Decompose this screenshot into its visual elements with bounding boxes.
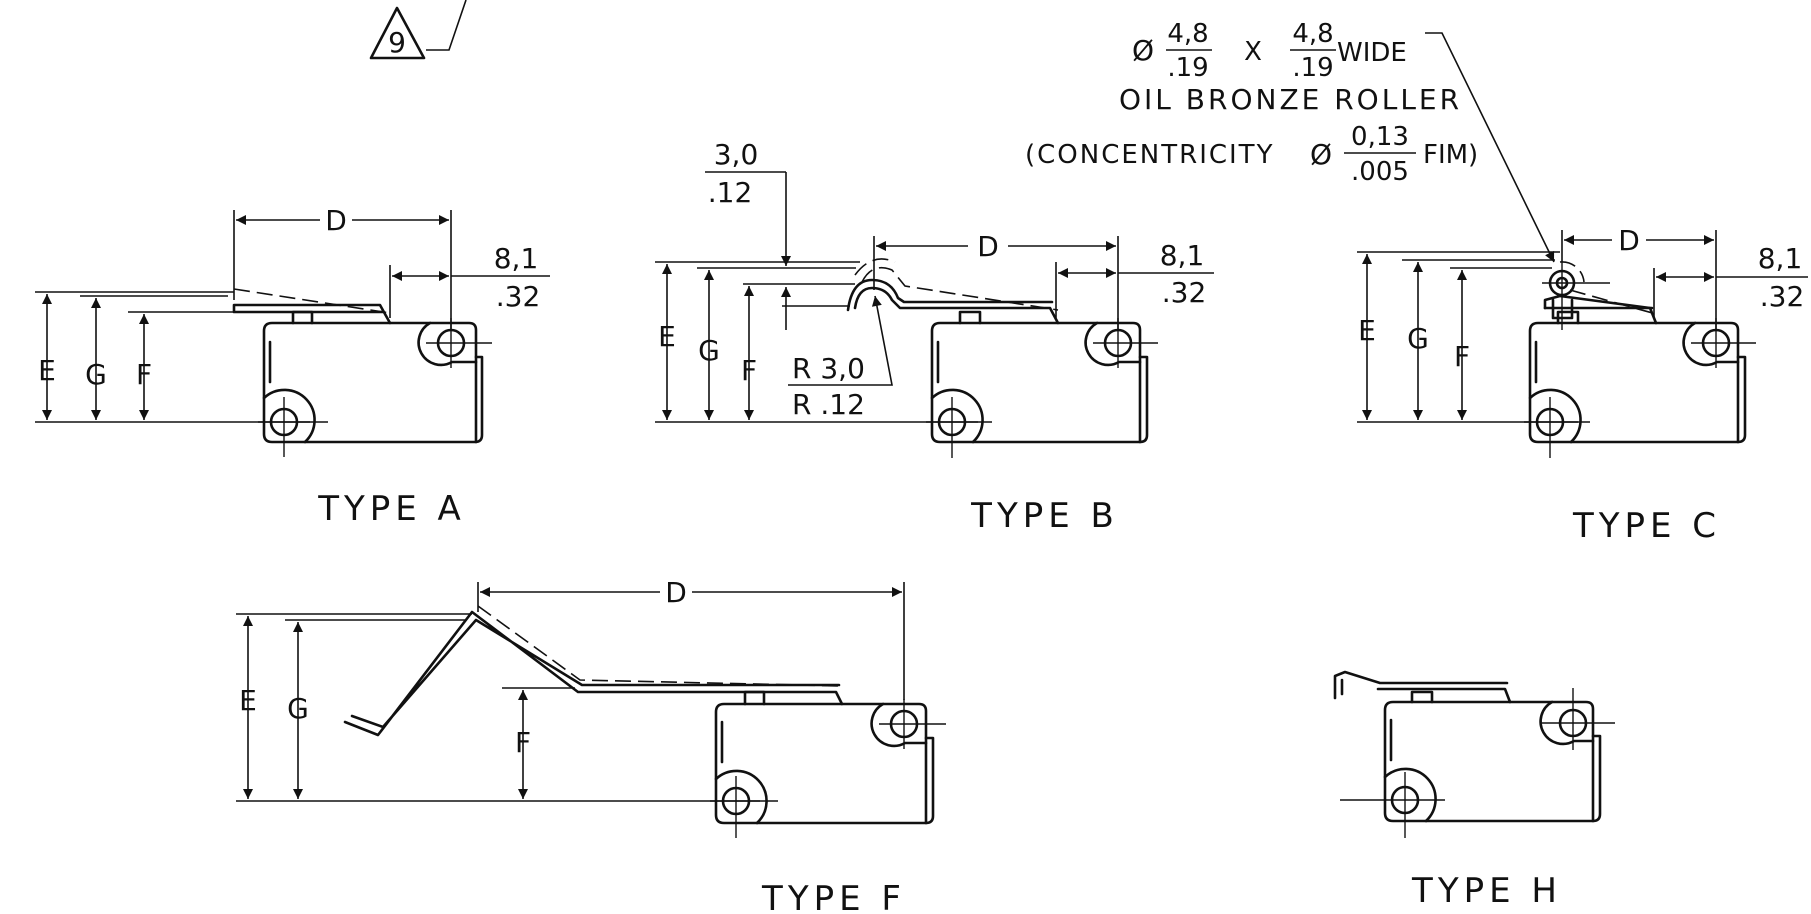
type-f-dim-g: G bbox=[287, 692, 309, 725]
type-b-overtravel-in: .32 bbox=[1162, 276, 1207, 309]
type-b-offset-in: .12 bbox=[708, 176, 753, 209]
roller-conc-mm: 0,13 bbox=[1351, 122, 1409, 152]
type-a-view: E G F D 8,1 .32 TYPE A bbox=[35, 204, 550, 529]
roller-dia-mm: 4,8 bbox=[1167, 19, 1208, 49]
roller-wide-mm: 4,8 bbox=[1292, 19, 1333, 49]
type-h-view: TYPE H bbox=[1333, 670, 1615, 911]
roller-note: Ø 4,8 .19 X 4,8 .19 WIDE OIL BRONZE ROLL… bbox=[1025, 19, 1478, 187]
type-b-dim-e: E bbox=[658, 320, 676, 353]
type-b-radius-mm: R 3,0 bbox=[792, 352, 865, 385]
type-b-radius-in: R .12 bbox=[792, 388, 865, 421]
type-b-label: TYPE B bbox=[970, 496, 1119, 536]
roller-times: X bbox=[1244, 37, 1262, 67]
type-f-view: E G F D TYPE F bbox=[236, 576, 946, 914]
note-9-number: 9 bbox=[388, 26, 406, 59]
type-b-overtravel-mm: 8,1 bbox=[1160, 239, 1205, 272]
type-f-dim-d: D bbox=[665, 576, 687, 609]
type-f-dim-f: F bbox=[515, 726, 531, 759]
type-c-overtravel-mm: 8,1 bbox=[1758, 242, 1803, 275]
note-9-symbol: 9 bbox=[369, 0, 467, 60]
type-b-dim-g: G bbox=[698, 334, 720, 367]
roller-line2: OIL BRONZE ROLLER bbox=[1119, 83, 1462, 116]
type-c-overtravel-in: .32 bbox=[1760, 280, 1805, 313]
roller-conc-in: .005 bbox=[1351, 157, 1409, 187]
roller-wide-label: WIDE bbox=[1337, 38, 1407, 68]
type-b-dim-d: D bbox=[977, 230, 999, 263]
type-c-view: E G F D 8,1 .32 TYPE C bbox=[1357, 32, 1808, 546]
type-c-dim-f: F bbox=[1454, 340, 1470, 373]
type-c-label: TYPE C bbox=[1572, 506, 1721, 546]
type-b-view: E G F 3,0 .12 R 3,0 R .12 D 8,1 .32 TYPE… bbox=[655, 138, 1214, 536]
type-b-dim-f: F bbox=[741, 354, 757, 387]
roller-wide-in: .19 bbox=[1292, 53, 1333, 83]
roller-conc-prefix: (CONCENTRICITY bbox=[1025, 140, 1274, 170]
type-b-offset-mm: 3,0 bbox=[714, 138, 759, 171]
type-c-dim-g: G bbox=[1407, 322, 1429, 355]
roller-diameter-symbol: Ø bbox=[1132, 34, 1154, 67]
type-f-label: TYPE F bbox=[761, 879, 906, 914]
roller-conc-suffix: FIM) bbox=[1423, 140, 1478, 170]
type-a-dim-d: D bbox=[325, 204, 347, 237]
type-c-dim-d: D bbox=[1618, 224, 1640, 257]
type-h-label: TYPE H bbox=[1411, 871, 1562, 911]
type-c-dim-e: E bbox=[1358, 314, 1376, 347]
type-a-dim-g: G bbox=[85, 358, 107, 391]
type-a-dim-e: E bbox=[38, 354, 56, 387]
type-a-dim-f: F bbox=[136, 358, 152, 391]
type-a-overtravel-mm: 8,1 bbox=[494, 242, 539, 275]
type-f-dim-e: E bbox=[239, 684, 257, 717]
type-a-overtravel-in: .32 bbox=[496, 280, 541, 313]
type-a-label: TYPE A bbox=[317, 489, 466, 529]
roller-dia-in: .19 bbox=[1167, 53, 1208, 83]
roller-conc-symbol: Ø bbox=[1310, 138, 1332, 171]
